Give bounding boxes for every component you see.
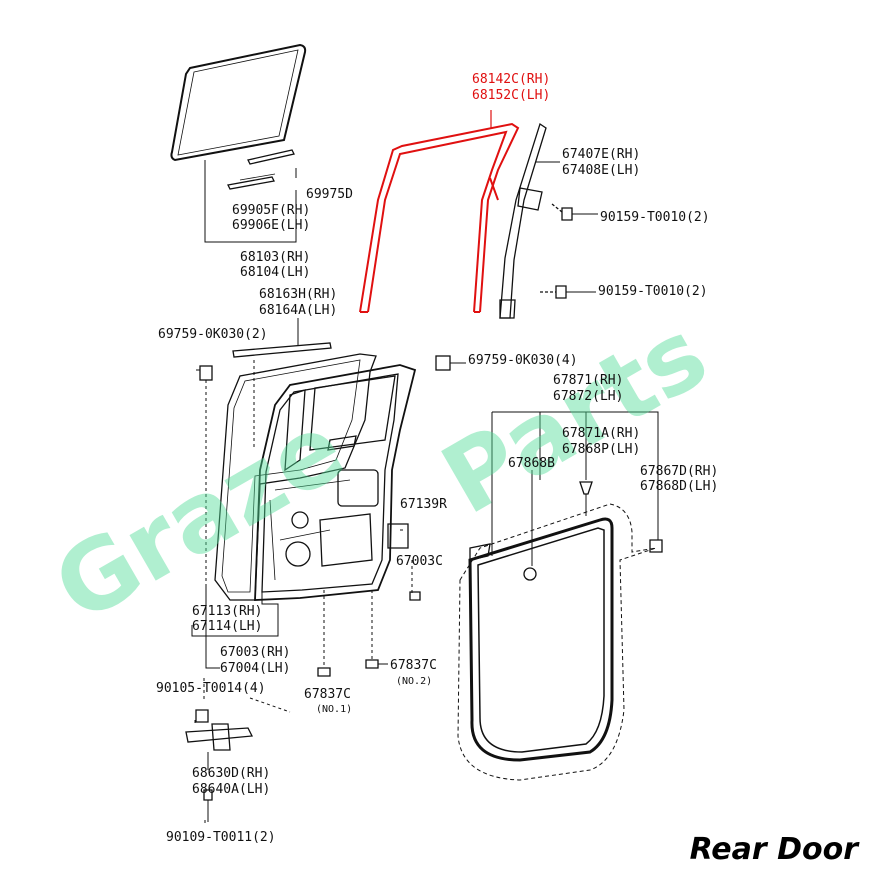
hole-plug-a-number: (NO.1) [316,704,353,715]
moulding-rh-label: 69905F(RH) [232,203,311,218]
door-weatherstrip [468,517,614,762]
belt-rh-label: 68163H(RH) [259,287,338,302]
cover-icon [387,523,409,549]
run-channel-lh-label: 67408E(LH) [562,163,641,178]
plug-icon [317,667,331,677]
door-frame-weatherstrip [359,122,520,313]
door-inner-panel [254,364,417,601]
hole-plug-b-label: 67837C [390,658,437,673]
glass-rh-label: 68103(RH) [240,250,311,265]
diagram-caption: Rear Door [689,832,858,867]
body-opening-outline [457,503,657,781]
door-check [185,709,254,801]
glass-moulding [227,149,295,190]
bolt-upper-label: 90159-T0010(2) [600,210,710,225]
clip-icon [199,365,213,381]
weatherstrip-rh-label: 68142C(RH) [472,72,551,87]
panel2-lh-label: 67004(LH) [220,661,291,676]
check-lh-label: 68640A(LH) [192,782,271,797]
door-weatherstrip-lh-label: 67872(LH) [553,389,624,404]
weatherstrip-lh-label: 68152C(LH) [472,88,551,103]
panel-lh-label: 67114(LH) [192,619,263,634]
glass-channel-label: 69975D [306,187,353,202]
clip-left-label: 69759-0K030(2) [158,327,268,342]
belt-lh-label: 68164A(LH) [259,303,338,318]
bolt-bottom-label: 90109-T0011(2) [166,830,276,845]
door-weatherstrip2-lh-label: 67868P(LH) [562,442,641,457]
clip-67868b-label: 67868B [508,456,555,471]
run-channel-rh-label: 67407E(RH) [562,147,641,162]
panel-rh-label: 67113(RH) [192,604,263,619]
bolt-lower-label: 90159-T0010(2) [598,284,708,299]
hole-plug-b-number: (NO.2) [396,676,433,687]
clip-icon [579,481,593,495]
belt-moulding [232,342,332,358]
door-outer-shell [214,353,377,601]
cover-67139r-label: 67139R [400,497,447,512]
clip-right-label: 69759-0K030(4) [468,353,578,368]
plug-icon [365,659,379,669]
hole-plug-a-label: 67837C [304,687,351,702]
bolt-check-label: 90105-T0014(4) [156,681,266,696]
clip-icon [649,539,663,553]
clip2-rh-label: 67867D(RH) [640,464,719,479]
clip2-lh-label: 67868D(LH) [640,479,719,494]
plug-icon [409,591,421,601]
run-channel [499,122,547,319]
door-weatherstrip-rh-label: 67871(RH) [553,373,624,388]
bolt-icon [540,203,598,299]
clip-icon [523,567,537,581]
door-weatherstrip2-rh-label: 67871A(RH) [562,426,641,441]
panel2-rh-label: 67003(RH) [220,645,291,660]
moulding-lh-label: 69906E(LH) [232,218,311,233]
glass-lh-label: 68104(LH) [240,265,311,280]
door-glass [170,43,307,162]
clip-icon [435,355,451,371]
plug-67003c-label: 67003C [396,554,443,569]
check-rh-label: 68630D(RH) [192,766,271,781]
